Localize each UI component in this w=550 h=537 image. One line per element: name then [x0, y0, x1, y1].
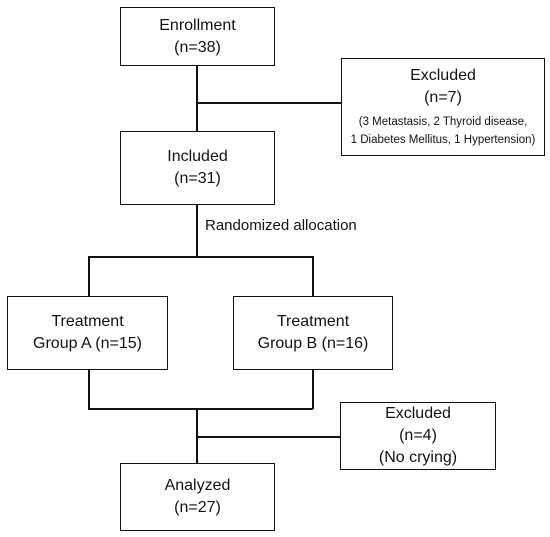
included-box: Included (n=31) [120, 131, 275, 205]
enrollment-count: (n=38) [174, 38, 221, 56]
excluded-1-count: (n=7) [424, 89, 462, 106]
group-a-box: Treatment Group A (n=15) [7, 296, 168, 370]
excluded-1-detail-line2: 1 Diabetes Mellitus, 1 Hypertension) [350, 134, 536, 146]
connector-group-b-down [312, 369, 314, 409]
connector-split-horizontal [88, 256, 313, 258]
randomized-allocation-label: Randomized allocation [205, 217, 357, 234]
included-title: Included [167, 148, 228, 165]
group-a-line1: Treatment [51, 313, 124, 330]
group-b-line1: Treatment [276, 313, 350, 330]
excluded-box-1: Excluded (n=7) (3 Metastasis, 2 Thyroid … [341, 58, 545, 156]
analyzed-count: (n=27) [174, 499, 221, 516]
group-b-box: Treatment Group B (n=16) [233, 296, 393, 370]
enrollment-title: Enrollment [159, 16, 236, 34]
analyzed-box: Analyzed (n=27) [120, 463, 275, 531]
connector-group-a-down [88, 369, 90, 409]
excluded-1-title: Excluded [410, 67, 476, 84]
group-b-line2: Group B (n=16) [257, 335, 369, 352]
included-count: (n=31) [174, 170, 221, 187]
enrollment-box: Enrollment (n=38) [120, 7, 275, 66]
excluded-2-count: (n=4) [399, 427, 437, 444]
excluded-2-reason: (No crying) [378, 449, 458, 466]
analyzed-title: Analyzed [164, 477, 231, 494]
connector-to-excluded-1 [196, 102, 342, 104]
connector-enrollment-included [196, 65, 198, 132]
excluded-1-detail-line1: (3 Metastasis, 2 Thyroid disease, [358, 116, 528, 128]
connector-split-to-group-a [88, 256, 90, 297]
connector-included-split [196, 204, 198, 257]
group-a-line2: Group A (n=15) [33, 335, 142, 352]
excluded-2-title: Excluded [385, 405, 451, 422]
connector-to-excluded-2 [196, 436, 341, 438]
excluded-box-2: Excluded (n=4) (No crying) [340, 402, 496, 470]
connector-split-to-group-b [312, 256, 314, 297]
connector-merge-horizontal [88, 408, 313, 410]
